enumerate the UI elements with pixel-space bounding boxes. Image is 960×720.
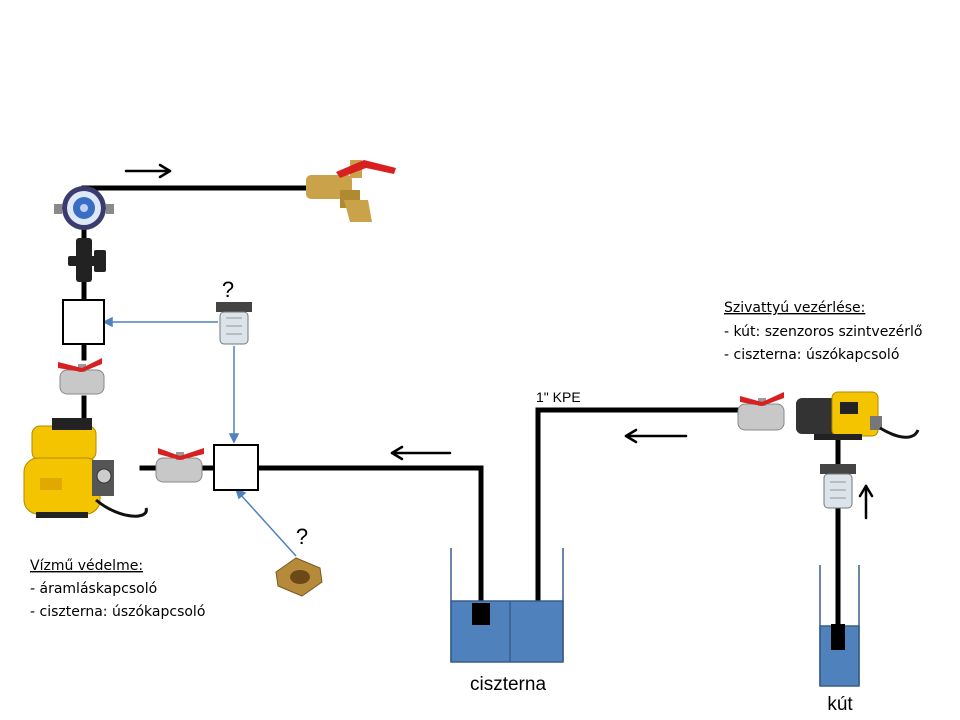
pump-control-line: - ciszterna: úszókapcsoló — [724, 347, 899, 363]
junction-box — [213, 444, 259, 491]
hydrophore-icon — [23, 418, 148, 518]
pipe-top-line — [81, 185, 321, 215]
well-label: kút — [827, 694, 853, 715]
connector-check-junction — [239, 493, 297, 557]
pipe-label: 1" KPE — [536, 389, 581, 405]
question-mark-label: ? — [296, 524, 308, 549]
arrow-icon — [390, 445, 452, 461]
pump-control-title: Szivattyú vezérlése: — [724, 300, 865, 316]
water-meter-icon — [54, 186, 114, 230]
question-mark-label: ? — [222, 277, 234, 302]
left-component-box — [62, 299, 105, 345]
tap-icon — [306, 160, 396, 222]
ball-valve-icon — [58, 358, 105, 395]
pipe-cistern-suction — [255, 465, 484, 613]
ball-valve-icon — [737, 392, 785, 431]
cistern-tank — [450, 548, 564, 663]
check-valve-icon — [275, 557, 323, 597]
arrow-icon — [124, 163, 172, 179]
well-tank — [819, 565, 860, 687]
tee-fitting-icon — [68, 238, 106, 282]
pump-control-note: Szivattyú vezérlése: - kút: szenzoros sz… — [724, 300, 922, 363]
cistern-label: ciszterna — [470, 674, 546, 695]
connectors — [102, 316, 297, 557]
flow-arrows — [124, 163, 874, 520]
pump-control-line: - kút: szenzoros szintvezérlő — [724, 324, 922, 340]
arrow-icon — [624, 428, 688, 444]
pipe-kpe — [535, 407, 743, 603]
protection-line: - áramláskapcsoló — [30, 581, 157, 597]
ball-valve-icon — [155, 448, 204, 483]
pipes — [81, 185, 841, 635]
waterworks-protection-note: Vízmű védelme: - áramláskapcsoló - ciszt… — [30, 558, 205, 620]
filter-icon — [216, 302, 252, 345]
arrow-icon — [858, 484, 874, 520]
protection-title: Vízmű védelme: — [30, 558, 143, 574]
filter-icon — [820, 464, 856, 509]
pump-icon — [796, 391, 920, 440]
protection-line: - ciszterna: úszókapcsoló — [30, 604, 205, 620]
